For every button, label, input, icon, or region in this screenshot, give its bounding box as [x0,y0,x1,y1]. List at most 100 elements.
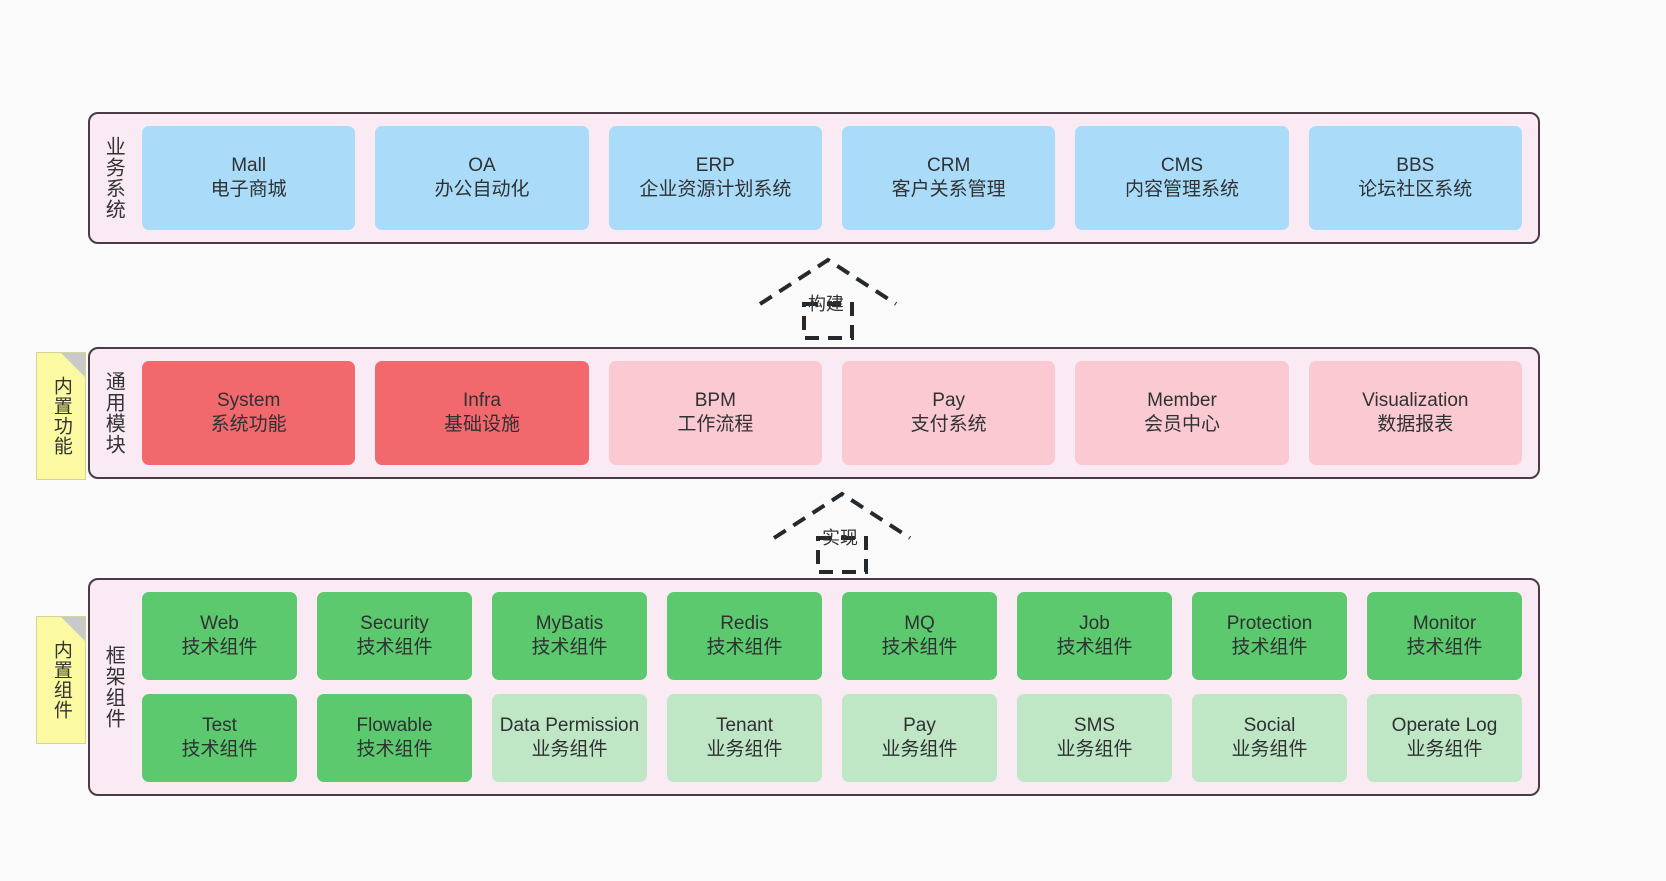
note-text: 内置组件 [50,640,72,720]
cell-member[interactable]: Member 会员中心 [1075,361,1289,465]
cell-subtitle: 论坛社区系统 [1358,179,1473,200]
cell-subtitle: 基础设施 [443,414,520,435]
cell-subtitle: 业务组件 [1231,739,1308,760]
cell-data-permission[interactable]: Data Permission 业务组件 [492,694,647,782]
folded-corner-icon [61,617,85,641]
layer-title-common-module: 通用模块 [102,371,125,455]
cell-title: MyBatis [535,613,604,635]
cell-title: Pay [903,715,936,737]
connector-label-build: 构建 [808,294,844,314]
cell-cms[interactable]: CMS 内容管理系统 [1075,126,1289,230]
cell-subtitle: 业务组件 [706,739,783,760]
cell-title: CRM [927,155,971,177]
cell-title: SMS [1073,715,1116,737]
layer-title-business-system: 业务系统 [102,136,125,220]
cell-title: Flowable [356,715,433,737]
connector-build: 构建 [758,257,898,340]
cell-redis[interactable]: Redis 技术组件 [667,592,822,680]
cell-test[interactable]: Test 技术组件 [142,694,297,782]
cell-subtitle: 企业资源计划系统 [639,179,792,200]
cell-tenant[interactable]: Tenant 业务组件 [667,694,822,782]
cell-title: Redis [720,613,769,635]
layer-framework-component[interactable]: 框架组件 Web 技术组件 Security 技术组件 MyBatis 技术组件… [88,578,1540,796]
cell-bpm[interactable]: BPM 工作流程 [608,361,822,465]
note-builtin-function[interactable]: 内置功能 [36,352,86,480]
cell-security[interactable]: Security 技术组件 [317,592,472,680]
cell-subtitle: 客户关系管理 [891,179,1006,200]
cell-title: Test [202,715,237,737]
cell-subtitle: 办公自动化 [434,179,530,200]
cell-title: Member [1147,390,1217,412]
cell-subtitle: 技术组件 [356,637,433,658]
cell-subtitle: 技术组件 [181,637,258,658]
cell-subtitle: 业务组件 [881,739,958,760]
cell-subtitle: 技术组件 [181,739,258,760]
cell-pay-business[interactable]: Pay 业务组件 [842,694,997,782]
cell-title: CMS [1160,155,1204,177]
cell-subtitle: 技术组件 [1056,637,1133,658]
layer-cells-framework-component: Web 技术组件 Security 技术组件 MyBatis 技术组件 Redi… [136,580,1538,794]
layer-title-framework-component: 框架组件 [102,645,125,729]
cell-row: Web 技术组件 Security 技术组件 MyBatis 技术组件 Redi… [142,592,1522,680]
cell-sms[interactable]: SMS 业务组件 [1017,694,1172,782]
arrow-shaft [816,536,868,574]
cell-oa[interactable]: OA 办公自动化 [375,126,589,230]
cell-subtitle: 技术组件 [881,637,958,658]
cell-title: Mall [231,155,267,177]
cell-flowable[interactable]: Flowable 技术组件 [317,694,472,782]
cell-infra[interactable]: Infra 基础设施 [375,361,589,465]
layer-common-module[interactable]: 通用模块 System 系统功能 Infra 基础设施 BPM 工作流程 Pay… [88,347,1540,479]
note-text: 内置功能 [50,376,72,456]
cell-title: Job [1079,613,1110,635]
cell-subtitle: 会员中心 [1143,414,1220,435]
cell-subtitle: 系统功能 [210,414,287,435]
cell-operate-log[interactable]: Operate Log 业务组件 [1367,694,1522,782]
cell-subtitle: 业务组件 [531,739,608,760]
cell-mybatis[interactable]: MyBatis 技术组件 [492,592,647,680]
cell-title: Operate Log [1391,715,1498,737]
layer-cells-common-module: System 系统功能 Infra 基础设施 BPM 工作流程 Pay 支付系统… [136,349,1538,477]
cell-title: Infra [462,390,501,412]
arrow-head-outline [772,491,912,540]
cell-subtitle: 数据报表 [1377,414,1454,435]
cell-subtitle: 工作流程 [677,414,754,435]
cell-row: Test 技术组件 Flowable 技术组件 Data Permission … [142,694,1522,782]
cell-erp[interactable]: ERP 企业资源计划系统 [608,126,822,230]
cell-subtitle: 技术组件 [356,739,433,760]
arrow-shaft [802,302,854,340]
cell-system[interactable]: System 系统功能 [142,361,356,465]
cell-job[interactable]: Job 技术组件 [1017,592,1172,680]
cell-title: Visualization [1362,390,1469,412]
cell-title: Protection [1226,613,1313,635]
cell-protection[interactable]: Protection 技术组件 [1192,592,1347,680]
cell-row: System 系统功能 Infra 基础设施 BPM 工作流程 Pay 支付系统… [142,361,1522,465]
cell-pay[interactable]: Pay 支付系统 [841,361,1056,465]
cell-title: System [216,390,281,412]
cell-title: Data Permission [499,715,640,737]
cell-social[interactable]: Social 业务组件 [1192,694,1347,782]
cell-mq[interactable]: MQ 技术组件 [842,592,997,680]
cell-mall[interactable]: Mall 电子商城 [142,126,356,230]
cell-title: Pay [932,390,966,412]
cell-crm[interactable]: CRM 客户关系管理 [841,126,1056,230]
cell-monitor[interactable]: Monitor 技术组件 [1367,592,1522,680]
cell-subtitle: 技术组件 [1231,637,1308,658]
cell-subtitle: 内容管理系统 [1124,179,1239,200]
cell-subtitle: 技术组件 [1406,637,1483,658]
folded-corner-icon [61,353,85,377]
cell-subtitle: 电子商城 [210,179,287,200]
cell-subtitle: 技术组件 [706,637,783,658]
cell-title: OA [468,155,496,177]
cell-subtitle: 业务组件 [1056,739,1133,760]
note-builtin-component[interactable]: 内置组件 [36,616,86,744]
cell-subtitle: 支付系统 [910,414,987,435]
layer-business-system[interactable]: 业务系统 Mall 电子商城 OA 办公自动化 ERP 企业资源计划系统 CRM… [88,112,1540,244]
cell-web[interactable]: Web 技术组件 [142,592,297,680]
cell-row: Mall 电子商城 OA 办公自动化 ERP 企业资源计划系统 CRM 客户关系… [142,126,1522,230]
cell-title: Tenant [715,715,774,737]
cell-title: ERP [695,155,735,177]
cell-visualization[interactable]: Visualization 数据报表 [1308,361,1522,465]
cell-bbs[interactable]: BBS 论坛社区系统 [1308,126,1522,230]
connector-implement: 实现 [772,491,912,574]
